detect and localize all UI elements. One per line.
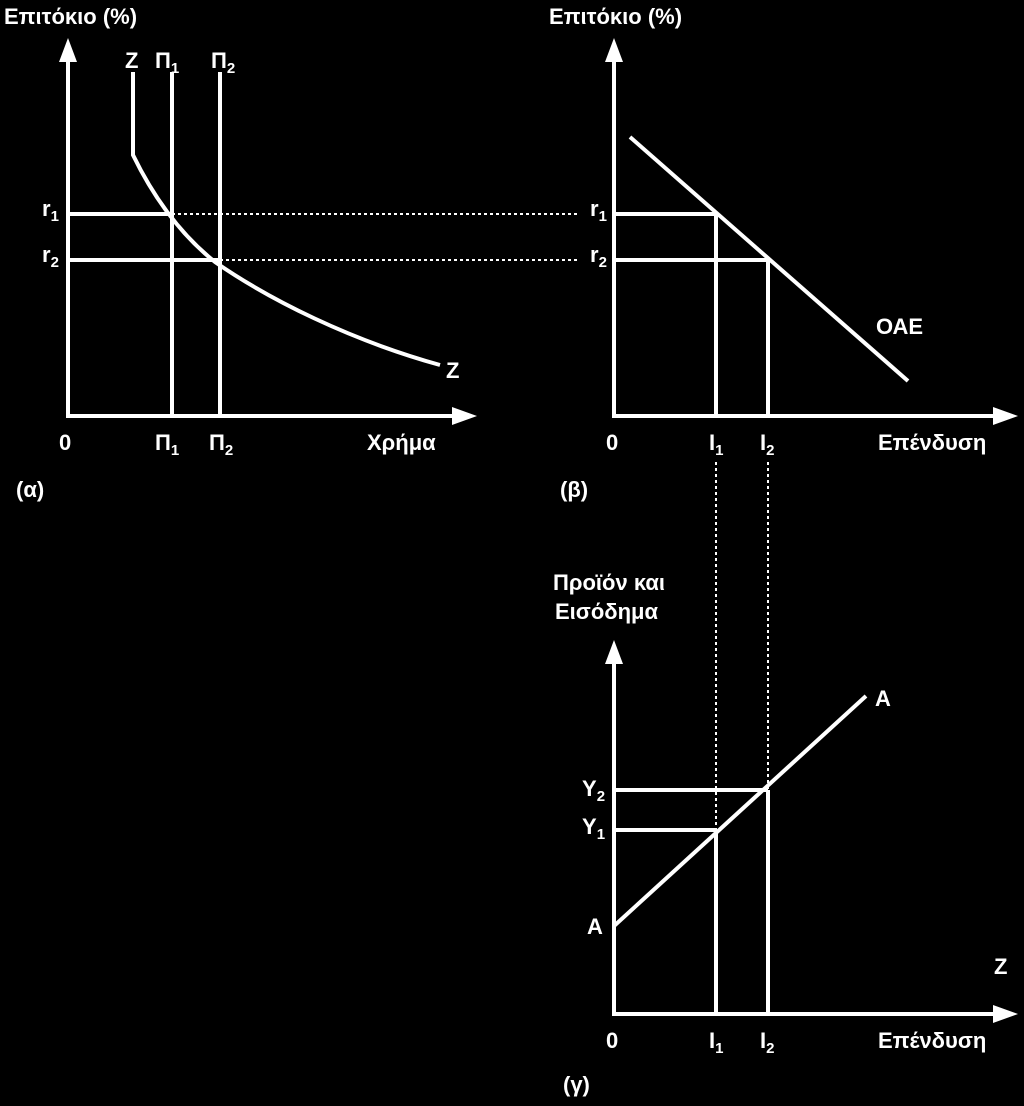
panel-b: Επιτόκιο (%) r1 r2 ΟΑΕ 0 I1 I2 Επένδυση …: [549, 4, 1018, 830]
money-demand-label-end: Z: [446, 358, 459, 383]
panel-b-origin: 0: [606, 430, 618, 455]
tick-investment-1-b: I1: [709, 430, 723, 459]
panel-b-x-arrow-icon: [993, 407, 1018, 425]
money-demand-curve: [131, 72, 441, 367]
panel-c-y-axis-label-1: Προϊόν και: [553, 570, 665, 595]
supply-2-label: Π2: [211, 48, 235, 77]
tick-investment-1-c: I1: [709, 1028, 723, 1057]
panel-c-corner-label: Z: [994, 954, 1007, 979]
panel-a-caption: (α): [16, 477, 44, 502]
panel-c-x-arrow-icon: [993, 1005, 1018, 1023]
output-1-label: Y1: [582, 814, 605, 843]
panel-a-x-arrow-icon: [452, 407, 477, 425]
tick-supply-2: Π2: [209, 430, 233, 459]
panel-b-y-arrow-icon: [605, 38, 623, 62]
panel-c-y-axis-label-2: Εισόδημα: [555, 599, 659, 624]
panel-b-caption: (β): [560, 477, 588, 502]
panel-a: Επιτόκιο (%) Z Π1 Π2 r1 r2 Z 0 Π1 Π2 Χρή…: [4, 4, 580, 502]
panel-b-y-axis-label: Επιτόκιο (%): [549, 4, 682, 29]
panel-a-y-axis-label: Επιτόκιο (%): [4, 4, 137, 29]
output-line-label-start: A: [587, 914, 603, 939]
investment-demand-line: [628, 135, 910, 383]
panel-c: Προϊόν και Εισόδημα A Y2 Y1 A Z 0 I1 I2 …: [553, 570, 1018, 1097]
panel-c-caption: (γ): [563, 1072, 590, 1097]
rate-2-label-b: r2: [590, 242, 607, 271]
tick-investment-2-c: I2: [760, 1028, 774, 1057]
rate-1-label-a: r1: [42, 196, 59, 225]
tick-supply-1: Π1: [155, 430, 179, 459]
tick-investment-2-b: I2: [760, 430, 774, 459]
output-line: [612, 694, 868, 928]
panel-c-origin: 0: [606, 1028, 618, 1053]
panel-a-y-arrow-icon: [59, 38, 77, 62]
panel-b-x-axis-label: Επένδυση: [878, 430, 986, 455]
panel-a-x-axis-label: Χρήμα: [367, 430, 436, 455]
investment-demand-label: ΟΑΕ: [876, 314, 923, 339]
output-2-label: Y2: [582, 776, 605, 805]
panel-c-y-arrow-icon: [605, 640, 623, 664]
money-demand-label-top: Z: [125, 48, 138, 73]
panel-a-origin: 0: [59, 430, 71, 455]
rate-1-label-b: r1: [590, 196, 607, 225]
supply-1-label: Π1: [155, 48, 179, 77]
rate-2-label-a: r2: [42, 242, 59, 271]
panel-c-x-axis-label: Επένδυση: [878, 1028, 986, 1053]
output-line-label-end: A: [875, 686, 891, 711]
